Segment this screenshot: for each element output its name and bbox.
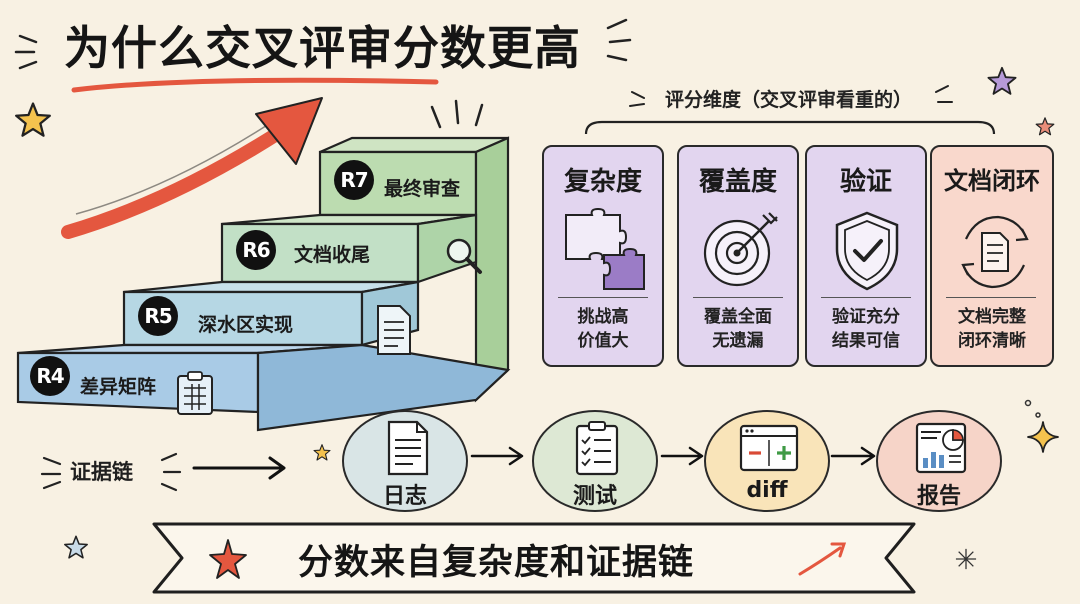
node-label: 测试 [572,484,617,509]
node-label: 日志 [382,484,427,509]
staircase [16,136,511,432]
star-icon [64,535,88,559]
puzzle-icon [565,207,645,290]
step-r4 [16,343,511,432]
star-icon [987,66,1017,95]
arrow-right-icon [470,446,524,466]
star-icon [15,102,51,137]
banner-text: 分数来自复杂度和证据链 [298,543,695,583]
sparkle-lines [629,91,645,107]
step-badge: R5 [138,296,178,336]
step-badge: R4 [30,356,70,396]
card-title: 复杂度 [563,167,642,197]
dimension-card-complexity: 复杂度 挑战高价值大 [542,145,664,367]
step-label: 深水区实现 [198,314,294,336]
dimension-card-verification: 验证 验证充分结果可信 [805,145,927,367]
chain-node-diff: diff [704,410,830,512]
card-description: 验证充分结果可信 [832,307,900,351]
arrow-right-icon [830,446,876,466]
star-icon [313,444,331,461]
arrow-right-icon [660,446,704,466]
burst-lines [430,99,484,129]
chain-node-log: 日志 [342,410,468,512]
dimensions-bracket [584,120,996,135]
log-document-icon [387,420,429,476]
sparkle-icon [1027,421,1059,453]
card-title: 覆盖度 [698,167,777,197]
checklist-icon [575,421,619,476]
magnifier-icon [446,238,482,274]
star-icon [1035,117,1055,136]
card-divider [693,297,783,298]
node-label: 报告 [916,484,961,509]
sparkle-lines-left [14,34,38,70]
arrow-right-icon [192,456,286,480]
document-cycle-icon [961,215,1029,289]
report-chart-icon [915,422,967,474]
card-divider [946,297,1036,298]
chain-node-test: 测试 [532,410,658,512]
card-description: 覆盖全面无遗漏 [704,307,772,351]
sparkle-lines-right [606,18,632,62]
sparkle-lines [935,85,953,103]
step-r7 [318,136,510,403]
growth-arrow [61,97,323,239]
card-description: 文档完整闭环清晰 [958,307,1026,351]
step-badge: R6 [236,230,276,270]
title-underline [71,77,439,93]
banner-ribbon [152,522,916,594]
chain-node-report: 报告 [876,410,1002,512]
clipboard-grid-icon [177,371,213,415]
dimension-card-coverage: 覆盖度 覆盖全面无遗漏 [677,145,799,367]
step-badge: R7 [334,160,374,200]
sparkle-lines [40,456,62,490]
step-label: 文档收尾 [294,244,371,266]
sparkle-icon [955,548,977,570]
shield-check-icon [835,211,899,291]
dimensions-title: 评分维度（交叉评审看重的） [665,89,913,111]
sparkle-dots [1024,399,1041,418]
page-title: 为什么交叉评审分数更高 [64,21,581,75]
sparkle-lines [160,452,182,492]
diff-window-icon [739,424,799,472]
document-icon [377,305,411,355]
node-label: diff [746,478,788,503]
card-title: 验证 [839,167,892,197]
target-icon [703,212,778,287]
dimension-card-docs-loop: 文档闭环 文档完整闭环清晰 [930,145,1054,367]
card-title: 文档闭环 [944,167,1040,195]
card-divider [821,297,911,298]
card-description: 挑战高价值大 [577,307,629,351]
chain-label: 证据链 [70,460,133,484]
step-label: 最终审查 [384,178,461,200]
step-label: 差异矩阵 [80,376,157,398]
card-divider [558,297,648,298]
